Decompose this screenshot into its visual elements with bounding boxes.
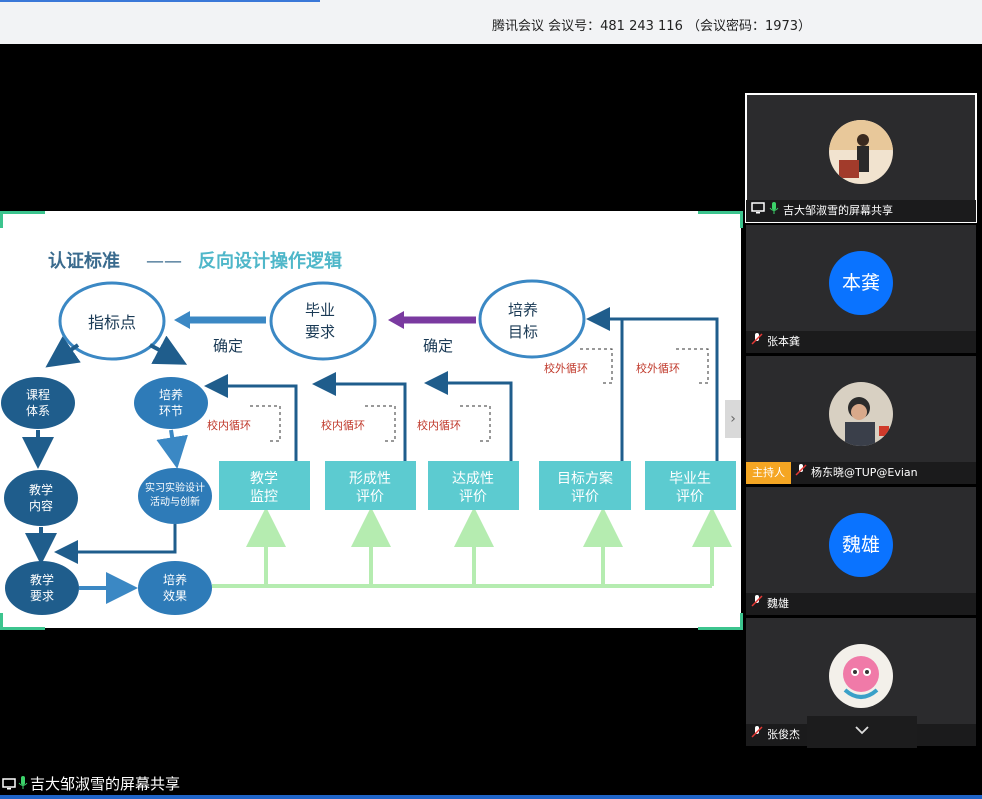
confirm-label-2: 确定 — [423, 337, 453, 355]
progress-indicator — [0, 0, 320, 2]
participant-tile[interactable]: 魏雄 魏雄 — [746, 487, 976, 615]
screen-share-icon — [751, 200, 765, 222]
slide-diagram: 认证标准 —— 反向设计操作逻辑 指标点 毕业 要求 培养 目标 确定 确定 课… — [1, 250, 736, 615]
mic-muted-icon — [751, 724, 763, 746]
course-system-node — [1, 377, 75, 429]
train-link-node — [134, 377, 208, 429]
train-effect-node — [138, 561, 212, 615]
indicator-oval — [58, 281, 166, 361]
scroll-down-button[interactable] — [807, 716, 917, 748]
chevron-down-icon — [855, 723, 869, 739]
participant-tile-sharer[interactable]: 吉大邹淑雪的屏幕共享 — [745, 93, 977, 223]
box-achievement-l2: 评价 — [459, 489, 487, 505]
teach-content-node — [4, 470, 78, 526]
train-goal-label-1: 培养 — [508, 301, 538, 319]
slide-title-part2: 反向设计操作逻辑 — [198, 250, 342, 272]
avatar: 本龚 — [829, 251, 893, 315]
share-status-bar: 吉大邹淑雪的屏幕共享 — [0, 773, 180, 795]
participant-namebar: 吉大邹淑雪的屏幕共享 — [746, 200, 976, 222]
grad-req-oval — [269, 281, 377, 361]
teach-content-label-2: 内容 — [29, 498, 53, 513]
indicator-label: 指标点 — [88, 313, 136, 332]
slide-title-part1: 认证标准 — [48, 250, 120, 272]
course-label-1: 课程 — [26, 387, 50, 402]
participant-name: 吉大邹淑雪的屏幕共享 — [783, 204, 893, 217]
box-goal-plan-l2: 评价 — [571, 489, 599, 505]
box-goal-plan-l1: 目标方案 — [557, 470, 613, 487]
mic-muted-icon — [751, 331, 763, 353]
avatar — [829, 644, 893, 708]
participant-namebar: 主持人 杨东晓@TUP@Evian — [746, 462, 976, 484]
box-graduate-l1: 毕业生 — [669, 471, 711, 487]
box-formative-l2: 评价 — [356, 489, 384, 505]
teach-req-label-1: 教学 — [30, 572, 54, 587]
slide-frame-corner-tl — [0, 211, 45, 228]
slide-frame-corner-tr — [698, 211, 743, 228]
box-teach-monitor-l2: 监控 — [250, 489, 278, 505]
box-graduate-l2: 评价 — [676, 489, 704, 505]
box-achievement-eval — [428, 461, 519, 510]
avatar — [829, 382, 893, 446]
participant-namebar: 魏雄 — [746, 593, 976, 615]
participant-name: 张本龚 — [767, 335, 800, 348]
participant-namebar: 张本龚 — [746, 331, 976, 353]
participant-panel: 吉大邹淑雪的屏幕共享 本龚 张本龚 主持人 杨东晓@TUP@Evian — [745, 93, 978, 748]
next-page-button[interactable]: › — [725, 400, 741, 438]
box-graduate-eval — [645, 461, 736, 510]
avatar: 魏雄 — [829, 513, 893, 577]
mic-on-icon — [769, 200, 779, 222]
mic-muted-icon — [795, 462, 807, 484]
course-label-2: 体系 — [26, 404, 50, 418]
slide-title-dash: —— — [146, 251, 182, 272]
participant-tile-host[interactable]: 主持人 杨东晓@TUP@Evian — [746, 356, 976, 484]
slide-frame-corner-br — [698, 613, 743, 630]
inner-loop-label-1: 校内循环 — [207, 418, 251, 432]
train-link-label-1: 培养 — [159, 387, 183, 402]
train-effect-label-2: 效果 — [163, 588, 187, 603]
lab-label-1: 实习实验设计 — [145, 481, 205, 494]
outer-loop-label-1: 校外循环 — [544, 361, 588, 375]
grad-req-label-1: 毕业 — [305, 301, 335, 319]
meeting-topbar: 腾讯会议 会议号：481 243 116 （会议密码：1973） — [0, 0, 982, 44]
teach-req-label-2: 要求 — [30, 589, 54, 603]
inner-loop-label-3: 校内循环 — [417, 418, 461, 432]
box-achievement-l1: 达成性 — [452, 471, 494, 487]
screen-share-icon — [2, 774, 16, 796]
train-effect-label-1: 培养 — [163, 572, 187, 587]
train-goal-label-2: 目标 — [508, 323, 538, 341]
lab-label-2: 活动与创新 — [150, 495, 200, 508]
grad-req-label-2: 要求 — [305, 323, 335, 341]
bottom-accent-line — [0, 795, 982, 799]
mic-on-icon — [18, 774, 28, 796]
train-link-label-2: 环节 — [159, 404, 183, 418]
participant-name: 张俊杰 — [767, 728, 800, 741]
box-formative-eval — [325, 461, 416, 510]
meeting-info: 腾讯会议 会议号：481 243 116 （会议密码：1973） — [492, 19, 812, 34]
train-goal-oval — [478, 279, 586, 359]
share-status-label: 吉大邹淑雪的屏幕共享 — [30, 775, 181, 793]
box-teach-monitor-l1: 教学 — [250, 471, 278, 487]
teach-req-node — [5, 561, 79, 615]
outer-loop-label-2: 校外循环 — [636, 361, 680, 375]
box-teach-monitor — [219, 461, 310, 510]
box-goal-plan-eval — [539, 461, 631, 510]
host-badge: 主持人 — [746, 462, 791, 484]
box-formative-l1: 形成性 — [349, 471, 391, 487]
participant-tile[interactable]: 本龚 张本龚 — [746, 225, 976, 353]
confirm-label-1: 确定 — [213, 337, 243, 355]
avatar — [829, 120, 893, 184]
lab-design-node — [138, 468, 212, 524]
slide-frame-corner-bl — [0, 613, 45, 630]
inner-loop-label-2: 校内循环 — [321, 418, 365, 432]
mic-muted-icon — [751, 593, 763, 615]
participant-name: 魏雄 — [767, 597, 789, 610]
teach-content-label-1: 教学 — [29, 482, 53, 497]
participant-name: 杨东晓@TUP@Evian — [811, 466, 918, 479]
shared-slide: 认证标准 —— 反向设计操作逻辑 指标点 毕业 要求 培养 目标 确定 确定 课… — [0, 211, 741, 628]
